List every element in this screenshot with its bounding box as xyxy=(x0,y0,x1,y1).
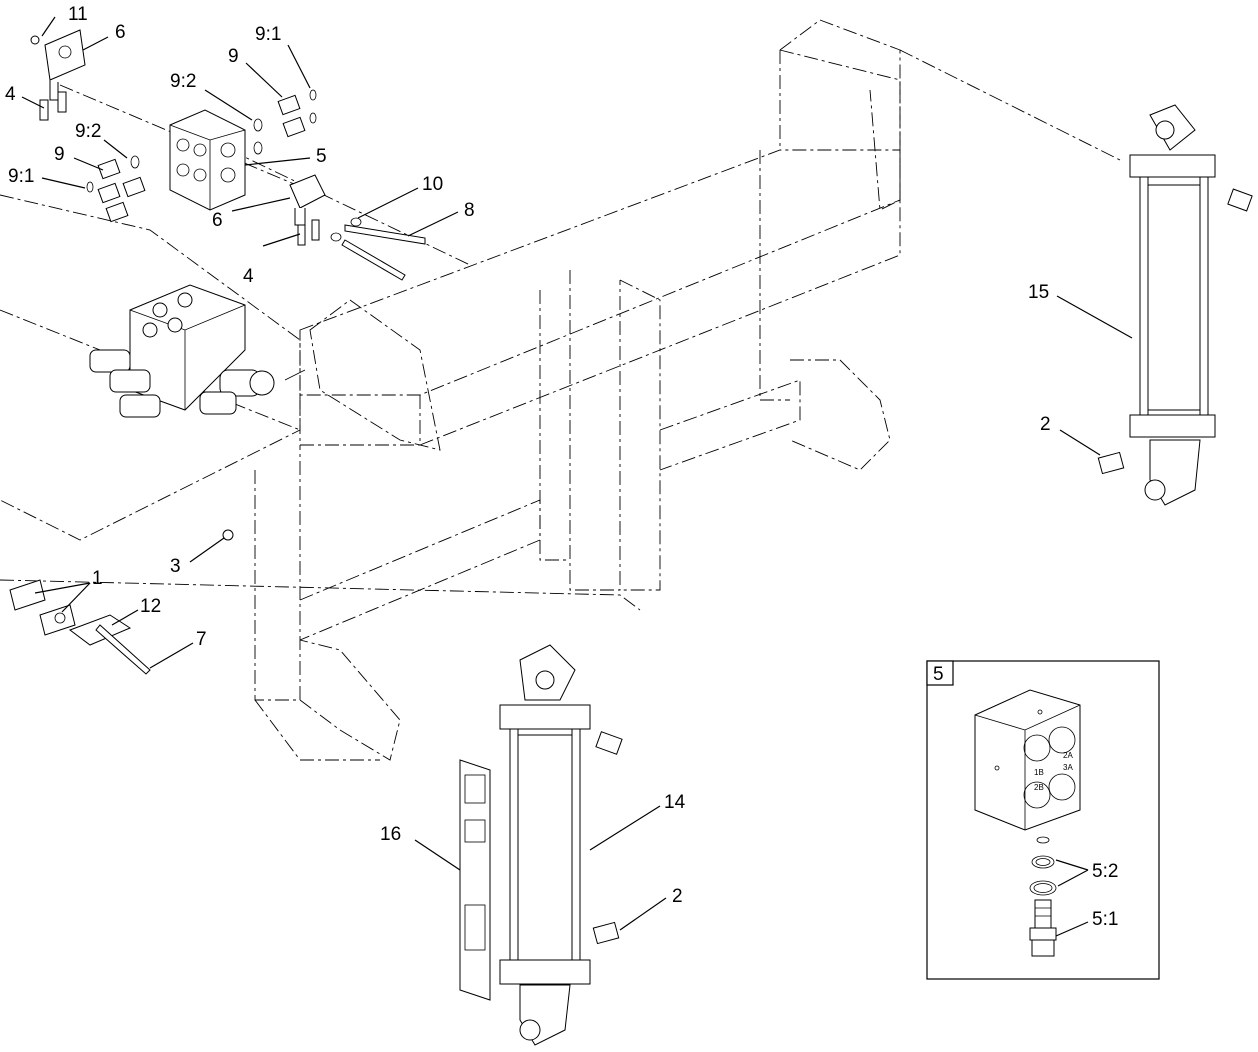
callout-9-1-left: 9:1 xyxy=(8,166,34,187)
callout-12: 12 xyxy=(140,596,161,617)
callout-9-1-top: 9:1 xyxy=(255,24,281,45)
callout-2-right: 2 xyxy=(1040,414,1051,435)
callout-16: 16 xyxy=(380,824,401,845)
hydraulic-cylinder-15 xyxy=(1097,104,1253,506)
port-label-1b: 1B xyxy=(1034,768,1044,777)
callout-8: 8 xyxy=(464,200,475,221)
callout-5: 5 xyxy=(316,146,327,167)
callout-5-1: 5:1 xyxy=(1092,909,1118,930)
leader-lines xyxy=(21,16,1133,931)
port-label-2b: 2B xyxy=(1034,783,1044,792)
rods-8-10 xyxy=(330,217,426,281)
callout-3: 3 xyxy=(170,556,181,577)
bracket-6-mid xyxy=(289,174,326,246)
callout-10: 10 xyxy=(422,174,443,195)
callout-15: 15 xyxy=(1028,282,1049,303)
control-valve-assembly xyxy=(89,284,306,418)
callout-14: 14 xyxy=(664,792,686,813)
callout-6-top: 6 xyxy=(115,22,126,43)
clamp-parts-1-12-7 xyxy=(9,529,234,675)
callout-7: 7 xyxy=(196,629,207,650)
callout-4-mid: 4 xyxy=(243,266,254,287)
bracket-6-top xyxy=(30,29,86,121)
detail-box-label: 5 xyxy=(933,664,944,685)
fittings-set-9 xyxy=(86,89,317,223)
callout-9-top: 9 xyxy=(228,46,239,67)
callout-4-top: 4 xyxy=(5,84,16,105)
callout-6-mid: 6 xyxy=(212,210,223,231)
detail-cartridge-5-1 xyxy=(1029,899,1057,957)
frame-phantom-outline xyxy=(0,19,1121,761)
detail-valve-block: 1B 2B 2A 3A xyxy=(974,689,1081,831)
callout-5-2: 5:2 xyxy=(1092,861,1118,882)
callout-1: 1 xyxy=(92,568,103,589)
port-label-2a: 2A xyxy=(1063,751,1073,760)
callout-9-2-top: 9:2 xyxy=(170,71,196,92)
detail-box-5: 5 1B 2B 2A 3A xyxy=(926,660,1160,980)
valve-block-top xyxy=(169,109,246,211)
hydraulic-cylinder-14 xyxy=(499,644,623,1046)
callout-9-2-left: 9:2 xyxy=(75,121,101,142)
callout-labels: 11 6 4 9 9:1 9:2 9:2 9 9:1 5 10 8 6 4 15… xyxy=(5,4,1051,907)
detail-orings-5-2 xyxy=(1029,836,1057,896)
callout-11: 11 xyxy=(68,4,88,25)
decal-16 xyxy=(459,759,491,1001)
port-label-3a: 3A xyxy=(1063,763,1073,772)
callout-9-left: 9 xyxy=(54,144,65,165)
callout-2-bottom: 2 xyxy=(672,886,683,907)
